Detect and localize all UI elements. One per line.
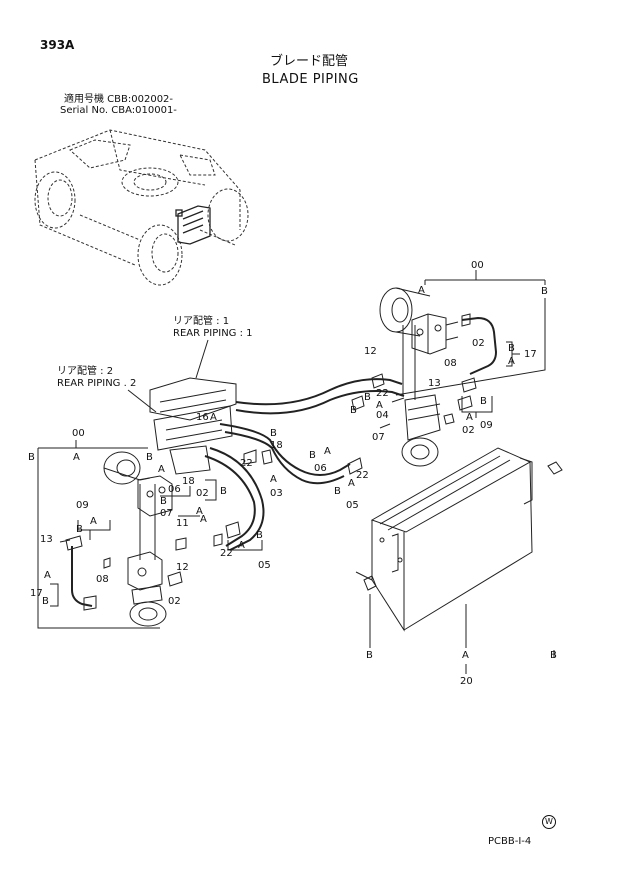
hose-icon	[461, 316, 498, 375]
callout-20: 20	[460, 676, 473, 687]
callout-06: 06	[314, 463, 327, 474]
serial-applicable: 適用号機 CBB:002002-	[64, 94, 174, 105]
callout-b: B	[550, 650, 557, 661]
serial-number: Serial No. CBA:010001-	[60, 105, 177, 116]
callout-17: 17	[30, 588, 43, 599]
hose-icon	[204, 378, 405, 551]
callout-02: 02	[462, 425, 475, 436]
callout-b: B	[76, 524, 83, 535]
callout-08: 08	[96, 574, 109, 585]
hose-icon	[71, 546, 93, 607]
callout-a: A	[210, 412, 217, 423]
watermark-w-icon: W	[542, 815, 556, 829]
rear-piping-2-jp: リア配管 : 2	[57, 366, 114, 377]
title-japanese: ブレード配管	[270, 54, 349, 69]
callout-03: 03	[270, 488, 283, 499]
rear-piping-2-en: REAR PIPING . 2	[57, 378, 137, 389]
callout-18: 18	[270, 440, 283, 451]
callout-b: B	[480, 396, 487, 407]
callout-b: B	[309, 450, 316, 461]
callout-a: A	[348, 478, 355, 489]
cylinder-icon	[129, 585, 167, 627]
valve-block-icon	[411, 313, 459, 355]
bracket-plate-icon	[355, 447, 563, 632]
callout-09: 09	[480, 420, 493, 431]
callout-a: A	[200, 514, 207, 525]
callout-13: 13	[40, 534, 53, 545]
callout-22: 22	[220, 548, 233, 559]
callout-b: B	[366, 650, 373, 661]
callout-00-left: 00	[72, 428, 85, 439]
cylinder-icon	[401, 394, 441, 467]
callout-02: 02	[168, 596, 181, 607]
rear-piping-1-jp: リア配管 : 1	[173, 316, 230, 327]
callout-09: 09	[76, 500, 89, 511]
callout-b: B	[541, 286, 548, 297]
callout-07: 07	[372, 432, 385, 443]
page-number: 393A	[40, 38, 75, 52]
callout-22: 22	[240, 458, 253, 469]
callout-b: B	[28, 452, 35, 463]
left-assembly	[37, 440, 263, 629]
callout-b: B	[160, 496, 167, 507]
callout-16: 16	[196, 412, 209, 423]
callout-a: A	[376, 400, 383, 411]
callout-02: 02	[196, 488, 209, 499]
callout-a: A	[90, 516, 97, 527]
callout-a: A	[270, 474, 277, 485]
footer-code: PCBB-I-4	[488, 836, 532, 847]
callout-06: 06	[168, 484, 181, 495]
machine-outline-icon	[34, 129, 249, 286]
callout-13: 13	[428, 378, 441, 389]
callout-a: A	[238, 540, 245, 551]
callout-a: A	[508, 356, 515, 367]
rear-piping-1-en: REAR PIPING : 1	[173, 328, 253, 339]
callout-08: 08	[444, 358, 457, 369]
callout-a: A	[73, 452, 80, 463]
callout-22: 22	[376, 388, 389, 399]
callout-b: B	[146, 452, 153, 463]
callout-b: B	[350, 405, 357, 416]
callout-11: 11	[176, 518, 189, 529]
callout-04: 04	[376, 410, 389, 421]
callout-b: B	[364, 392, 371, 403]
callout-a: A	[324, 446, 331, 457]
callout-a: A	[466, 412, 473, 423]
blade-piping-highlight-icon	[175, 205, 211, 245]
callout-18: 18	[182, 476, 195, 487]
cylinder-icon	[103, 451, 156, 560]
callout-b: B	[270, 428, 277, 439]
callout-05: 05	[346, 500, 359, 511]
callout-a: A	[158, 464, 165, 475]
callout-b: B	[42, 596, 49, 607]
callout-a: A	[462, 650, 469, 661]
right-assembly	[379, 270, 546, 467]
callout-12: 12	[176, 562, 189, 573]
title-english: BLADE PIPING	[262, 72, 359, 87]
manifold-icon	[149, 377, 237, 475]
callout-a: A	[418, 285, 425, 296]
cylinder-icon	[379, 287, 431, 400]
valve-block-icon	[137, 475, 173, 517]
callout-17: 17	[524, 349, 537, 360]
callout-07: 07	[160, 508, 173, 519]
callout-b: B	[256, 530, 263, 541]
callout-b: B	[508, 343, 515, 354]
callout-b: B	[334, 486, 341, 497]
callout-02: 02	[472, 338, 485, 349]
callout-22: 22	[356, 470, 369, 481]
callout-12: 12	[364, 346, 377, 357]
callout-b: B	[220, 486, 227, 497]
valve-block-icon	[127, 551, 163, 591]
callout-05: 05	[258, 560, 271, 571]
callout-a: A	[196, 506, 203, 517]
callout-00-right: 00	[471, 260, 484, 271]
callout-a: A	[44, 570, 51, 581]
